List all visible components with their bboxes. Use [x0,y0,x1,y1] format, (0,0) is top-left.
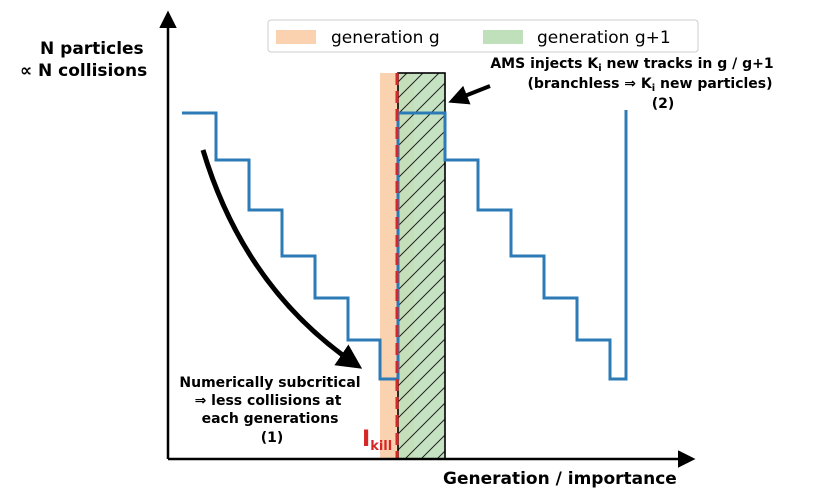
x-axis-label: Generation / importance [443,469,677,489]
legend-swatch-generation-g [276,30,316,44]
y-axis-label-line1: N particles [40,39,144,59]
y-axis-label-line2: ∝ N collisions [20,61,147,81]
legend-swatch-generation-g1 [483,30,523,44]
legend: generation g generation g+1 [267,19,699,53]
svg-text:AMS injects Ki new tracks in g: AMS injects Ki new tracks in g / g+1 [490,56,773,74]
svg-text:(2): (2) [652,96,675,112]
subcritical-annotation: Numerically subcritical ⇒ less collision… [179,375,360,446]
svg-text:⇒ less collisions at: ⇒ less collisions at [195,393,342,409]
svg-text:each generations: each generations [202,411,339,427]
svg-text:Numerically subcritical: Numerically subcritical [179,375,360,391]
legend-label-generation-g1: generation g+1 [537,28,671,48]
hatched-region [397,72,446,460]
svg-text:(branchless ⇒ Ki new particles: (branchless ⇒ Ki new particles) [527,76,772,94]
legend-label-generation-g: generation g [331,28,440,48]
kill-label: Ikill [362,427,392,454]
ams-arrow [448,84,491,105]
subcritical-arrow [200,149,363,369]
svg-text:(1): (1) [261,430,284,446]
ams-annotation: AMS injects Ki new tracks in g / g+1 (br… [490,56,773,112]
